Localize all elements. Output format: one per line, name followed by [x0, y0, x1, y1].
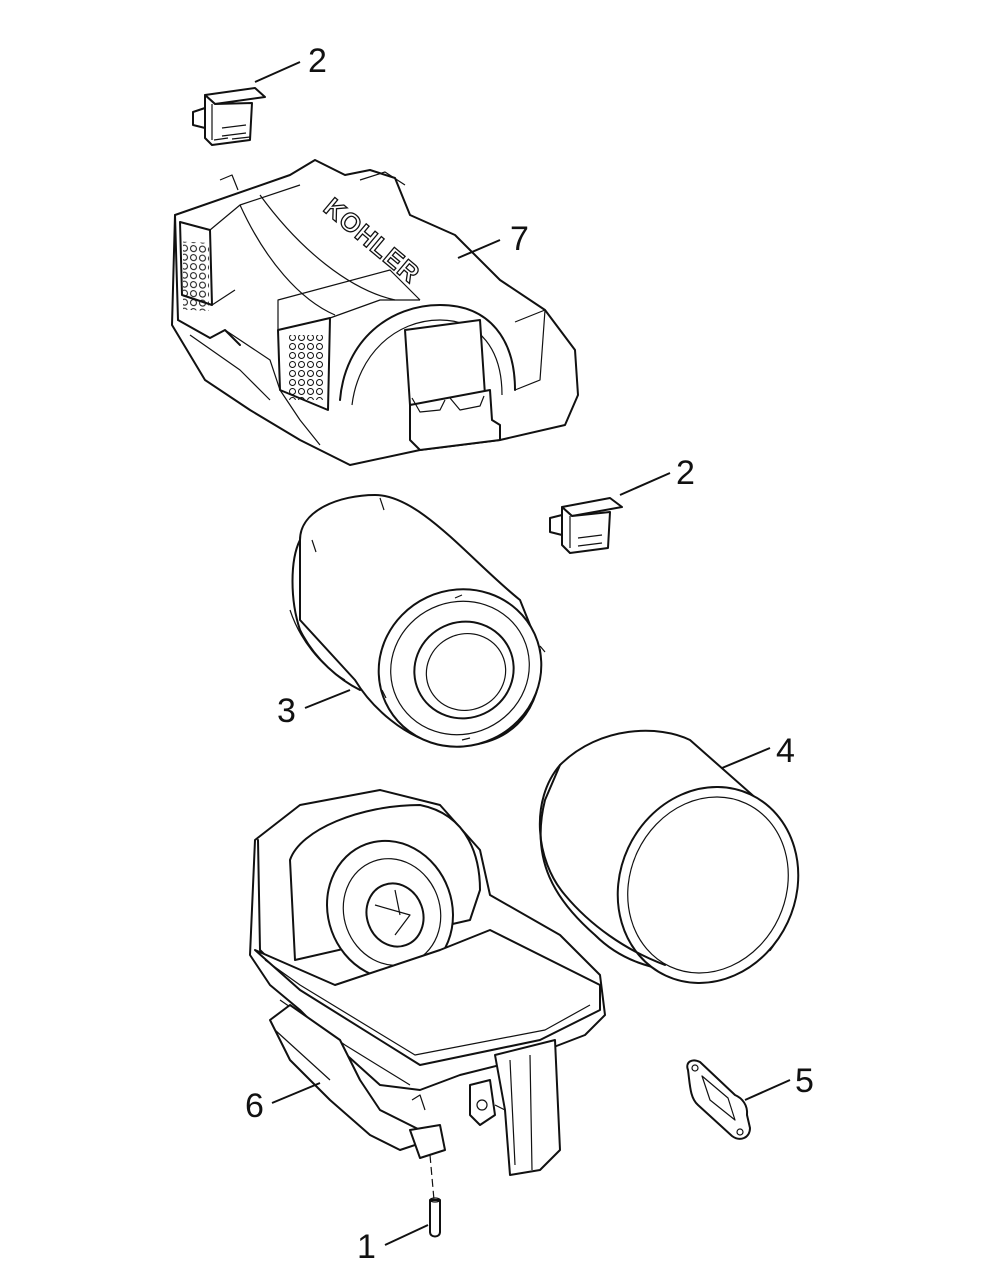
pin [429, 1154, 441, 1238]
callout-2-top: 2 [308, 42, 327, 80]
leader-3 [304, 689, 351, 709]
gasket [686, 1059, 751, 1140]
leader-4 [721, 747, 771, 769]
air-cleaner-cover: KOHLER [171, 159, 579, 466]
pre-cleaner-sleeve [538, 729, 800, 984]
callout-7: 7 [510, 220, 529, 258]
callout-5: 5 [795, 1062, 814, 1100]
air-filter-element [289, 494, 546, 748]
callout-2-lower: 2 [676, 454, 695, 492]
leader-7 [457, 239, 501, 259]
leader-6 [271, 1082, 321, 1104]
leader-2-lower [619, 472, 671, 496]
callout-6: 6 [245, 1087, 264, 1125]
leader-1 [384, 1224, 429, 1246]
leader-2-top [254, 61, 301, 83]
leader-5 [744, 1079, 791, 1101]
air-cleaner-base [249, 789, 606, 1176]
retaining-clip-top [192, 87, 266, 146]
callout-4: 4 [776, 732, 795, 770]
callout-1: 1 [357, 1228, 376, 1262]
retaining-clip-bottom [549, 497, 623, 554]
callout-3: 3 [277, 692, 296, 730]
